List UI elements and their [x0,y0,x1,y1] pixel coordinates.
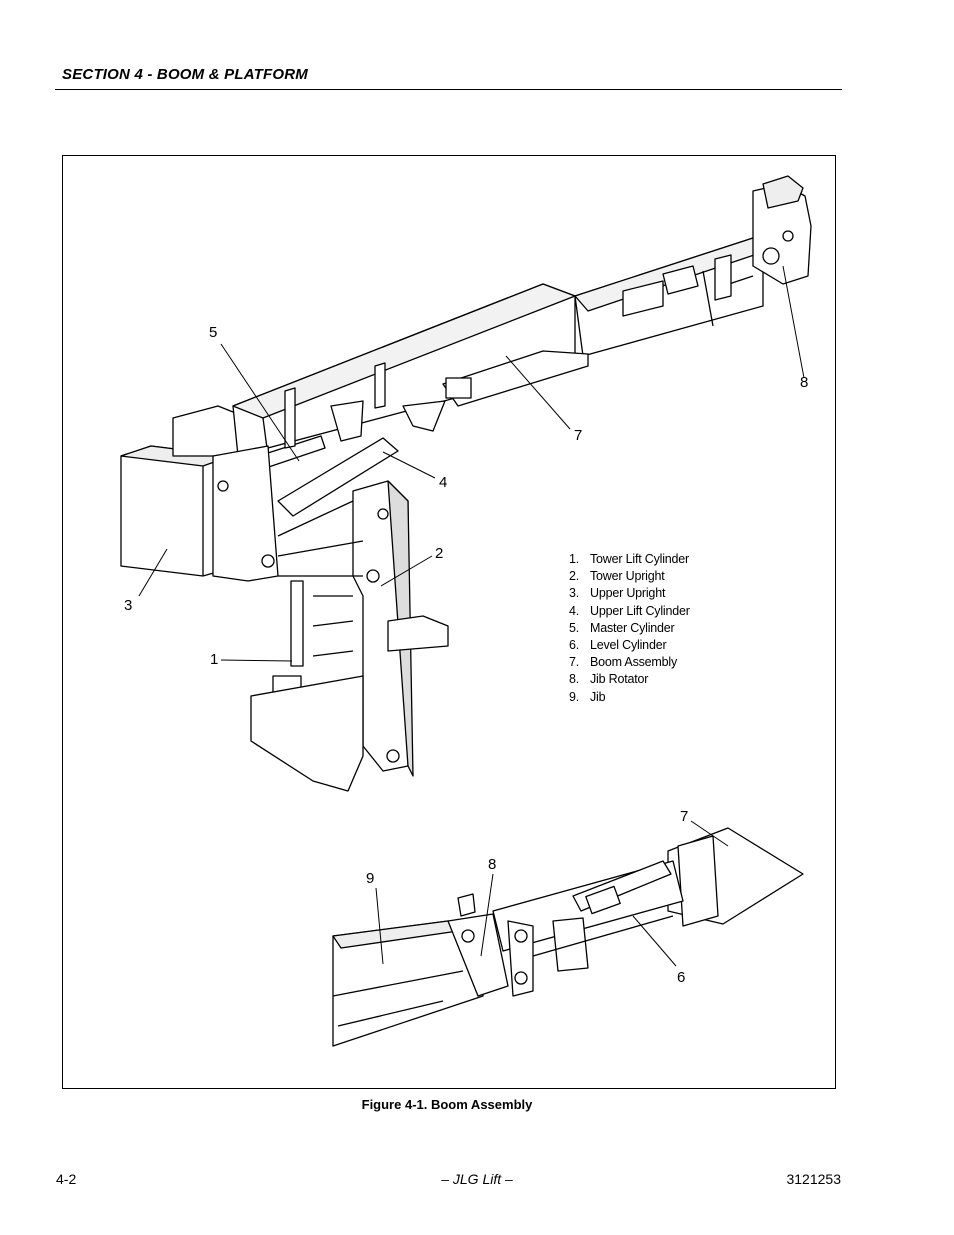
legend-item: 1.Tower Lift Cylinder [569,552,690,566]
callout-6: 6 [677,969,686,986]
boom-assembly-illustration [120,175,812,1047]
leader-3 [138,548,168,597]
leader-5 [220,343,300,462]
leader-6 [632,915,677,967]
page-number: 4-2 [56,1171,77,1187]
figure-caption-text: Figure 4-1. Boom Assembly [361,1097,533,1112]
callout-4: 4 [439,474,448,491]
callout-2: 2 [435,545,444,562]
legend-item: 3.Upper Upright [569,586,666,601]
leader-7-top [505,355,571,430]
leader-2 [380,555,433,587]
callout-9: 9 [366,870,375,887]
leader-8 [782,265,805,379]
figure-caption: Figure 4-1. Boom Assembly [0,1097,954,1112]
callout-7-bottom: 7 [680,808,689,825]
legend-item: 9.Jib [569,689,606,704]
legend-item: 2.Tower Upright [569,569,665,584]
callout-3: 3 [124,597,133,614]
parts-legend: 1.Tower Lift Cylinder 2.Tower Upright 3.… [569,551,690,706]
leader-4 [382,451,436,479]
legend-item: 4.Upper Lift Cylinder [569,603,690,618]
legend-item: 6.Level Cylinder [569,638,667,653]
footer-brand: – JLG Lift – [441,1171,513,1187]
leader-8-bottom [480,873,494,957]
callout-8: 8 [800,374,809,391]
figure-frame: 5 8 7 4 2 3 1 7 9 8 6 1.Tower Lift Cylin… [62,155,836,1089]
header-rule [55,89,842,90]
callout-5: 5 [209,324,218,341]
legend-item: 7.Boom Assembly [569,655,678,670]
callout-8-bottom: 8 [488,856,497,873]
legend-item: 8.Jib Rotator [569,672,649,687]
leader-9 [375,887,384,965]
legend-item: 5.Master Cylinder [569,620,675,635]
section-title: SECTION 4 - BOOM & PLATFORM [62,66,308,83]
document-number: 3121253 [786,1171,841,1187]
callout-7: 7 [574,427,583,444]
leader-1 [220,659,293,662]
leader-7-bottom [690,820,729,847]
callout-1: 1 [210,651,219,668]
